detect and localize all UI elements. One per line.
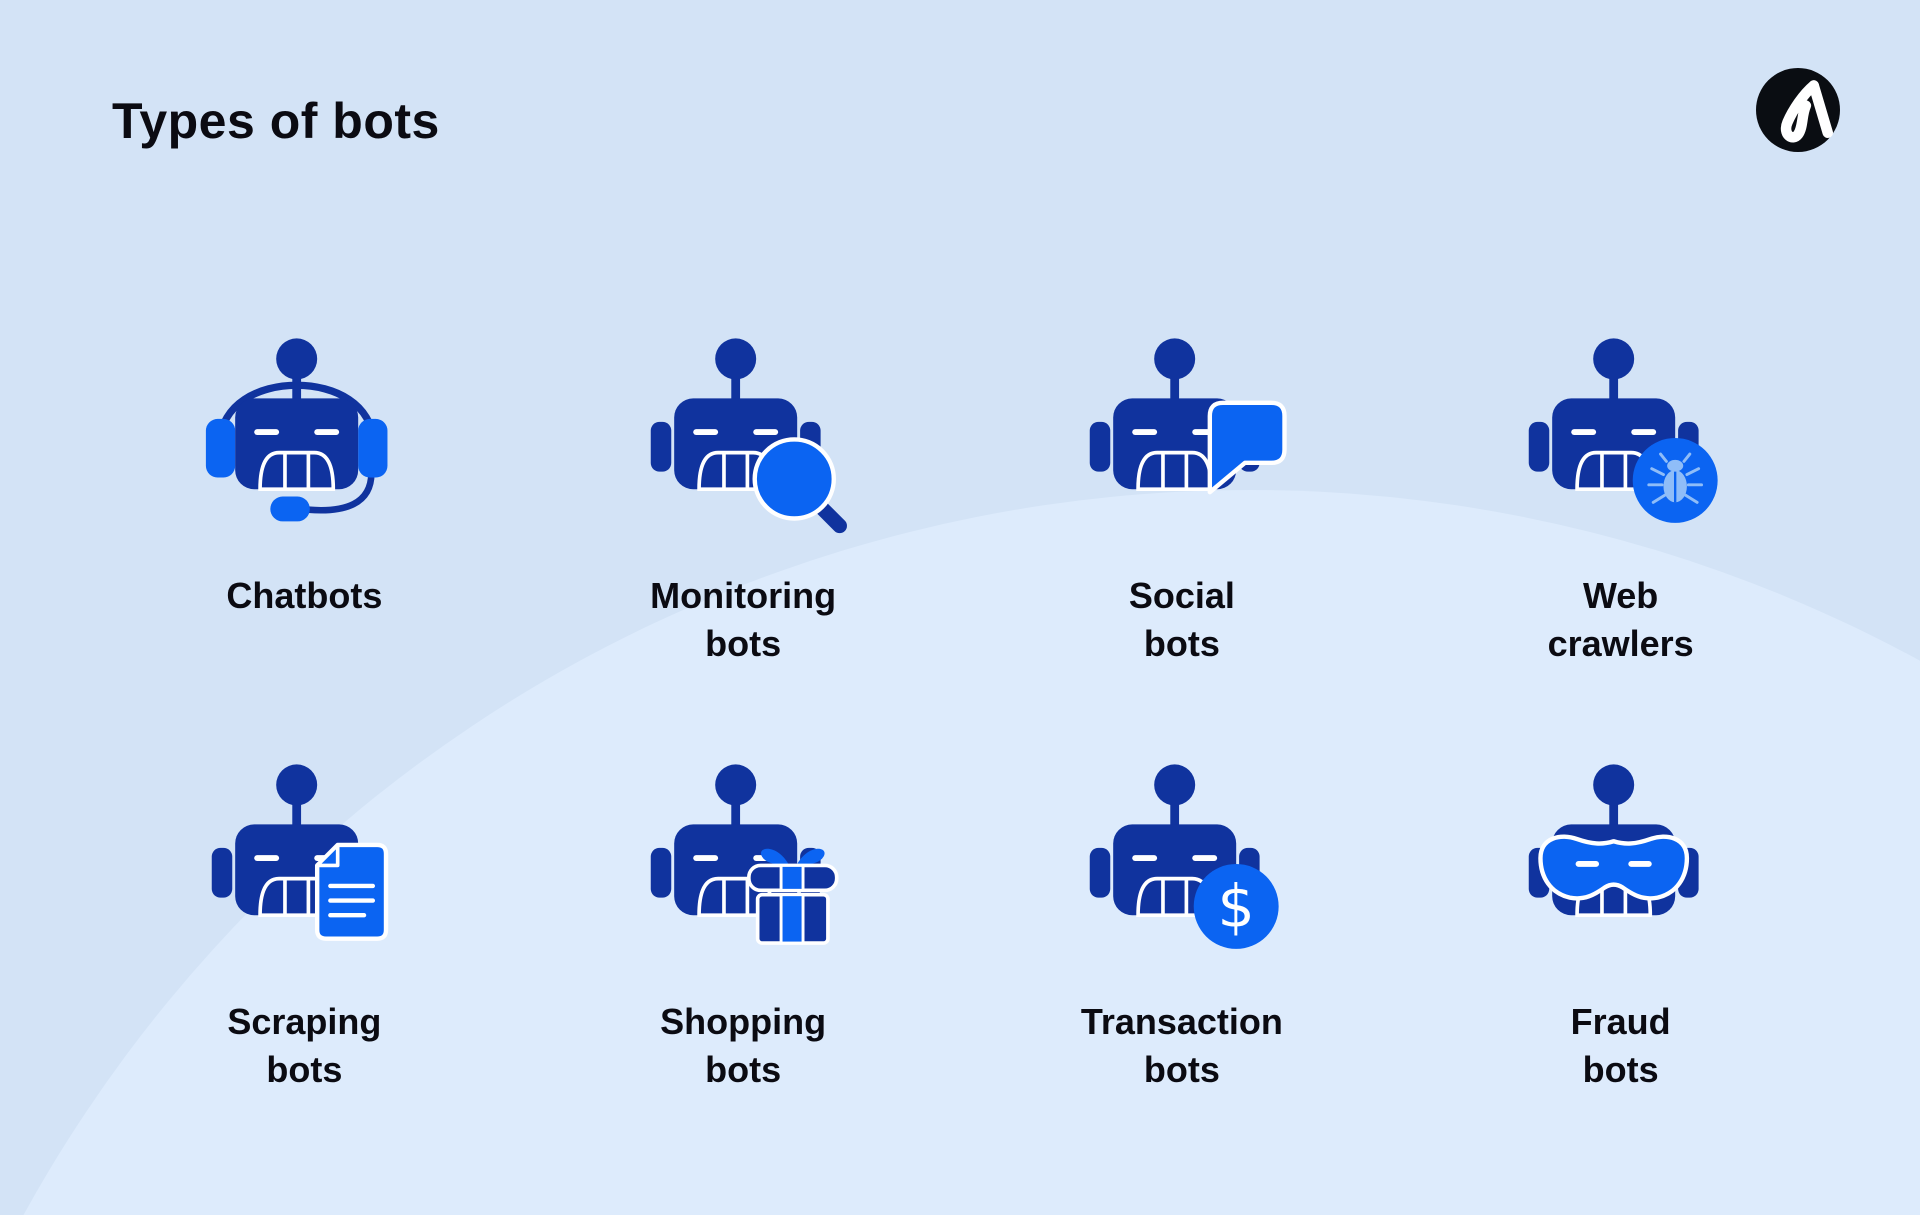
- bot-label: Fraud bots: [1570, 1001, 1671, 1090]
- bot-label: Scraping bots: [227, 1001, 382, 1090]
- bots-grid: Chatbots Monit: [85, 330, 1840, 1182]
- bot-label: Web crawlers: [1547, 575, 1694, 664]
- robot-mask-icon: [1511, 756, 1731, 968]
- robot-gift-icon: [633, 756, 853, 968]
- bot-label: Social bots: [1128, 575, 1235, 664]
- bot-label: Monitoring bots: [650, 575, 837, 664]
- brand-logo: [1756, 68, 1840, 152]
- dollar-sign: $: [1217, 872, 1254, 940]
- bot-card-monitoring: Monitoring bots: [524, 330, 963, 756]
- robot-magnifier-icon: [633, 330, 853, 542]
- bot-card-transaction: $ Transaction bots: [963, 756, 1402, 1182]
- bot-label: Shopping bots: [660, 1001, 827, 1090]
- mask-shape: [1537, 834, 1689, 901]
- bot-card-scraping: Scraping bots: [85, 756, 524, 1182]
- robot-speech-bubble-icon: [1072, 330, 1292, 542]
- gift-icon: [747, 848, 839, 945]
- bug-icon: [1646, 452, 1703, 504]
- bot-card-web-crawlers: Web crawlers: [1401, 330, 1840, 756]
- bot-label: Chatbots: [226, 575, 383, 616]
- bot-card-social: Social bots: [963, 330, 1402, 756]
- bot-card-chatbots: Chatbots: [85, 330, 524, 756]
- bot-card-fraud: Fraud bots: [1401, 756, 1840, 1182]
- bot-label: Transaction bots: [1080, 1001, 1283, 1090]
- robot-bug-badge-icon: [1511, 330, 1731, 542]
- robot-headset-icon: [194, 330, 414, 542]
- robot-dollar-coin-icon: $: [1072, 756, 1292, 968]
- page-title: Types of bots: [112, 93, 440, 149]
- brand-a-icon: [1780, 80, 1833, 143]
- robot-document-icon: [194, 756, 414, 968]
- bot-card-shopping: Shopping bots: [524, 756, 963, 1182]
